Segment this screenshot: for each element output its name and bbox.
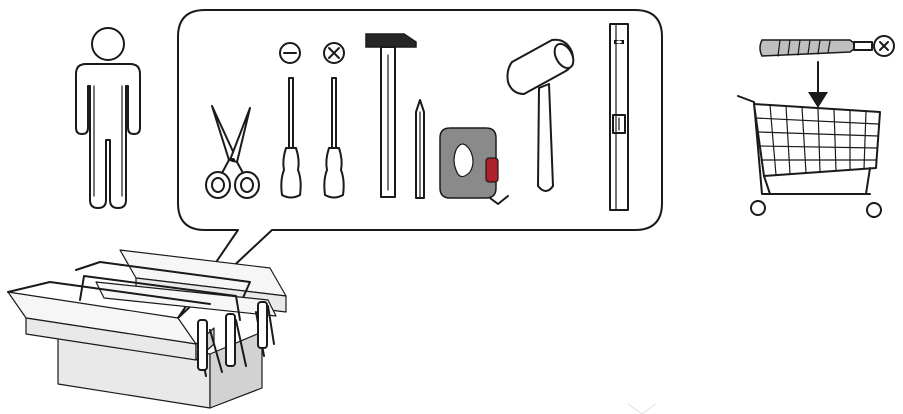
shopping-cart-icon xyxy=(738,96,881,217)
toolbox-icon xyxy=(8,250,286,408)
pencil-icon xyxy=(416,100,424,198)
wall-plug-and-screw-icon xyxy=(760,36,894,56)
person-icon xyxy=(76,28,140,208)
arrow-down-icon xyxy=(808,62,828,108)
spirit-level-icon xyxy=(610,24,628,210)
faint-cross-mark xyxy=(628,404,656,414)
